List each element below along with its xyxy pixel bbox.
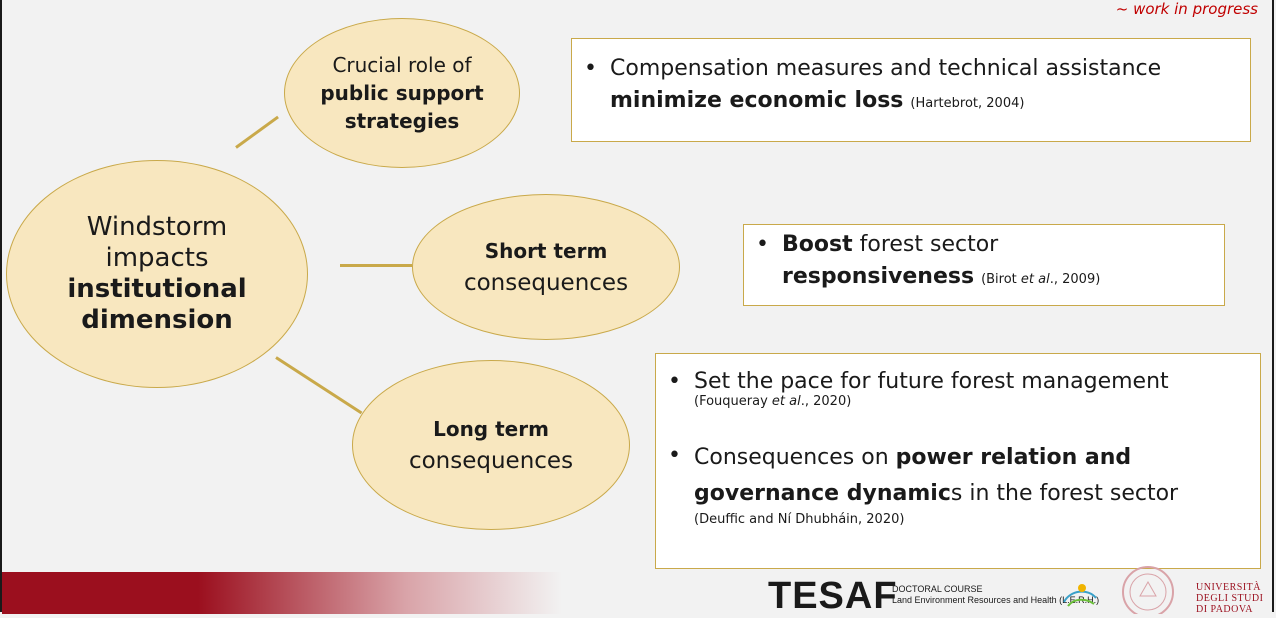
main-node: Windstorm impacts institutional dimensio…	[6, 160, 308, 388]
main-node-line4: dimension	[81, 305, 233, 335]
bullet-bold: power relation and	[895, 445, 1132, 470]
tesaf-logo: TESAF	[768, 575, 898, 617]
citation: (Hartebrot, 2004)	[910, 96, 1025, 111]
short-term-rest: consequences	[463, 270, 629, 296]
public-support-node: Crucial role of public support strategie…	[284, 18, 520, 168]
short-term-node: Short term consequences	[412, 194, 680, 340]
bullet-item: • Boost forest sector responsiveness (Bi…	[756, 229, 1100, 296]
bullet-item: • Set the pace for future forest managem…	[668, 366, 1169, 410]
course-label: DOCTORAL COURSE Land Environment Resourc…	[892, 584, 1099, 606]
public-support-line3: strategies	[344, 109, 460, 133]
bullet-item: • Consequences on power relation and gov…	[668, 440, 1178, 528]
bullet-dot: •	[668, 443, 681, 468]
main-node-line1: Windstorm	[86, 212, 228, 242]
course-line2: Land Environment Resources and Health (L…	[892, 595, 1100, 605]
footer-gradient-bar	[2, 572, 562, 614]
bullet-dot: •	[668, 369, 681, 394]
bullet-dot: •	[584, 56, 597, 81]
main-node-line2: impacts	[105, 243, 209, 273]
citation: (Birot et al., 2009)	[981, 272, 1101, 287]
long-term-node: Long term consequences	[352, 360, 630, 530]
long-term-bold: Long term	[433, 417, 549, 441]
bullet-text-2: s in the forest sector	[950, 481, 1179, 506]
short-term-box: • Boost forest sector responsiveness (Bi…	[743, 224, 1225, 306]
bullet-text: forest sector	[859, 232, 999, 257]
bullet-item: • Compensation measures and technical as…	[584, 53, 1161, 120]
public-support-line2: public support	[320, 81, 484, 105]
bullet-bold-2: responsiveness	[782, 264, 975, 289]
bullet-bold: minimize economic loss	[610, 88, 904, 113]
connector-short-term	[340, 264, 412, 267]
bullet-text: Compensation measures and technical assi…	[610, 56, 1162, 81]
long-term-rest: consequences	[408, 448, 574, 474]
lerh-logo-icon	[1063, 584, 1097, 607]
citation: (Deuffic and Ní Dhubháin, 2020)	[694, 512, 905, 527]
bullet-text: Consequences on	[694, 445, 889, 470]
long-term-box: • Set the pace for future forest managem…	[655, 353, 1261, 569]
main-node-line3: institutional	[67, 274, 247, 304]
citation: (Fouqueray et al., 2020)	[694, 394, 852, 409]
connector-long-term	[275, 356, 363, 415]
course-line1: DOCTORAL COURSE	[892, 584, 983, 594]
short-term-bold: Short term	[484, 239, 608, 263]
bullet-bold: Boost	[782, 232, 853, 257]
public-support-line1: Crucial role of	[332, 53, 472, 77]
connector-public-support	[235, 115, 279, 149]
bullet-text: Set the pace for future forest managemen…	[694, 369, 1169, 394]
bullet-bold-2: governance dynamic	[694, 481, 951, 506]
status-note: ~ work in progress	[1115, 0, 1258, 18]
public-support-box: • Compensation measures and technical as…	[571, 38, 1251, 142]
university-name: UNIVERSITÀ DEGLI STUDI DI PADOVA	[1196, 582, 1264, 615]
university-seal-icon	[1122, 566, 1174, 614]
bullet-dot: •	[756, 232, 769, 257]
